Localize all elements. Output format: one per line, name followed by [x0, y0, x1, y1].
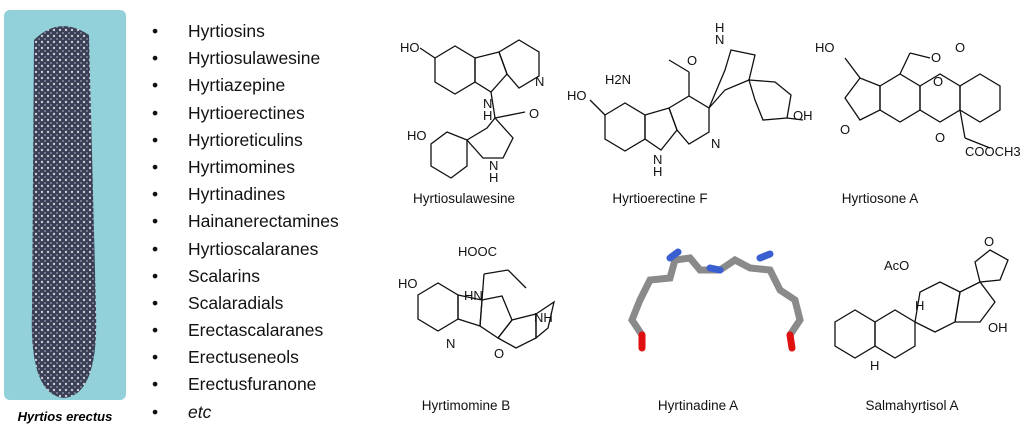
list-item: • Hyrtioerectines: [152, 100, 339, 127]
svg-text:COOCH3: COOCH3: [965, 144, 1020, 159]
compound-class-name: Hainanerectamines: [188, 211, 339, 232]
bullet-icon: •: [152, 238, 159, 259]
svg-text:O: O: [935, 130, 945, 145]
svg-text:HN: HN: [464, 288, 483, 303]
svg-text:H2N: H2N: [605, 72, 631, 87]
bullet-icon: •: [152, 265, 159, 286]
bullet-icon: •: [152, 347, 159, 368]
structure-label: Salmahyrtisol A: [865, 398, 959, 413]
svg-text:HO: HO: [400, 40, 420, 55]
svg-text:NH: NH: [534, 310, 553, 325]
svg-text:N: N: [711, 136, 720, 151]
svg-text:O: O: [931, 50, 941, 65]
svg-text:H: H: [915, 298, 924, 313]
list-item: • Hyrtinadines: [152, 181, 339, 208]
hyrtios-erectus-photo: [4, 10, 126, 400]
structure-hyrtiosone-a: HO OO OO O COOCH3: [815, 40, 1020, 159]
svg-text:H: H: [715, 20, 724, 35]
svg-text:H: H: [870, 358, 879, 373]
svg-text:N: N: [653, 152, 662, 167]
list-item: • Scalaradials: [152, 290, 339, 317]
bullet-icon: •: [152, 129, 159, 150]
structure-label: Hyrtimomine B: [421, 398, 511, 413]
compound-class-name: Erectusfuranone: [188, 374, 317, 395]
compound-class-name: Hyrtioscalaranes: [188, 238, 319, 259]
svg-text:H: H: [483, 108, 492, 123]
svg-text:N: N: [535, 74, 544, 89]
svg-text:O: O: [840, 122, 850, 137]
bullet-icon: •: [152, 156, 159, 177]
bullet-icon: •: [152, 21, 159, 41]
bullet-icon: •: [152, 292, 159, 313]
list-item: • Hyrtimomines: [152, 154, 339, 181]
svg-text:N: N: [715, 32, 724, 47]
compound-class-name: Scalaradials: [188, 292, 284, 313]
structure-hyrtimomine-b: HO HOOC HN NH N O: [398, 244, 556, 361]
svg-text:O: O: [687, 53, 697, 68]
compound-class-name: Scalarins: [188, 265, 260, 286]
compound-class-name: Hyrtiosulawesine: [188, 48, 321, 69]
svg-text:O: O: [984, 234, 994, 249]
structure-label: Hyrtinadine A: [657, 398, 739, 413]
structure-hyrtinadine-a: [628, 248, 804, 352]
svg-text:HOOC: HOOC: [458, 244, 497, 259]
svg-text:H: H: [653, 164, 662, 179]
svg-text:HO: HO: [398, 276, 418, 291]
list-item: • Hainanerectamines: [152, 208, 339, 235]
list-item: • Erectuseneols: [152, 344, 339, 371]
structure-label: Hyrtiosone A: [841, 191, 919, 206]
bullet-icon: •: [152, 320, 159, 341]
bullet-icon: •: [152, 48, 159, 69]
bullet-icon: •: [152, 75, 159, 96]
compound-class-name: Hyrtimomines: [188, 156, 295, 177]
bullet-icon: •: [152, 102, 159, 123]
list-item: • Erectusfuranone: [152, 371, 339, 398]
structure-label: Hyrtioerectine F: [612, 191, 708, 206]
svg-text:O: O: [494, 346, 504, 361]
svg-text:N: N: [483, 96, 492, 111]
compound-class-name: Hyrtioreticulins: [188, 129, 303, 150]
svg-text:N: N: [446, 336, 455, 351]
svg-text:HO: HO: [567, 88, 587, 103]
compound-class-name: Hyrtinadines: [188, 184, 286, 205]
compound-class-name: etc: [188, 401, 212, 422]
svg-text:H: H: [489, 170, 498, 185]
organism-caption: Hyrtios erectus: [17, 409, 113, 424]
svg-text:O: O: [529, 106, 539, 121]
structure-hyrtioerectine-f: H2N O NH HO OH N NH: [567, 20, 813, 179]
list-item: • Hyrtioreticulins: [152, 127, 339, 154]
compound-class-name: Hyrtioerectines: [188, 102, 305, 123]
svg-text:O: O: [955, 40, 965, 55]
list-item: • Scalarins: [152, 263, 339, 290]
list-item: • Erectascalaranes: [152, 317, 339, 344]
svg-text:HO: HO: [407, 128, 427, 143]
svg-text:O: O: [933, 74, 943, 89]
structure-hyrtiosulawesine: HO N NH O HO NH: [400, 39, 544, 185]
svg-text:N: N: [489, 158, 498, 173]
compound-class-name: Hyrtiosins: [188, 21, 265, 41]
bullet-icon: •: [152, 401, 159, 422]
list-item: • etc: [152, 399, 339, 426]
svg-text:HO: HO: [815, 40, 835, 55]
svg-text:OH: OH: [988, 320, 1008, 335]
svg-text:OH: OH: [793, 108, 813, 123]
compound-class-name: Hyrtiazepine: [188, 75, 286, 96]
bullet-icon: •: [152, 211, 159, 232]
list-item: • Hyrtiazepine: [152, 72, 339, 99]
structure-salmahyrtisol-a: AcO O H H OH: [834, 234, 1009, 373]
compound-class-name: Erectascalaranes: [188, 320, 324, 341]
list-item: • Hyrtioscalaranes: [152, 236, 339, 263]
svg-text:AcO: AcO: [884, 258, 909, 273]
list-item: • Hyrtiosins: [152, 18, 339, 45]
bullet-icon: •: [152, 184, 159, 205]
list-item: • Hyrtiosulawesine: [152, 45, 339, 72]
bullet-icon: •: [152, 374, 159, 395]
compound-class-list: • Hyrtiosins • Hyrtiosulawesine • Hyrtiazepin…: [152, 18, 339, 426]
structure-label: Hyrtiosulawesine: [412, 191, 516, 206]
compound-class-name: Erectuseneols: [188, 347, 299, 368]
